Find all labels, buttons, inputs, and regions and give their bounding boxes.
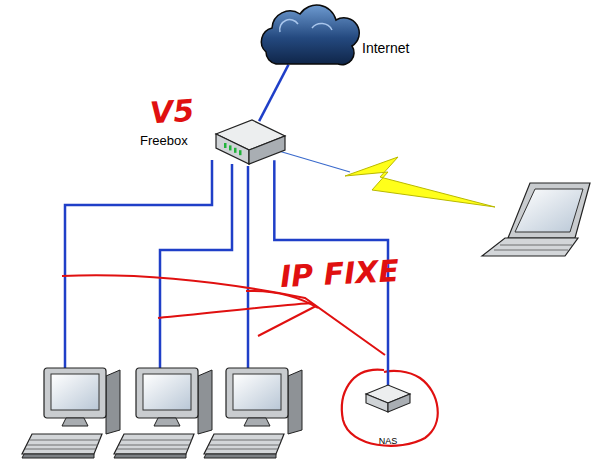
network-cable xyxy=(259,65,288,122)
wifi-line xyxy=(272,149,350,172)
ethernet-wire xyxy=(65,160,212,372)
desktop-pc xyxy=(204,368,302,458)
annotation-stroke xyxy=(158,303,312,318)
annotation-stroke xyxy=(258,306,316,336)
desktop-pc xyxy=(114,368,212,458)
node-label: NAS xyxy=(355,436,421,446)
router-side xyxy=(249,136,285,164)
nas-box-outline xyxy=(363,382,413,414)
nas-side xyxy=(388,394,410,412)
laptop xyxy=(482,183,590,256)
nas-front xyxy=(366,394,388,412)
ethernet-wire xyxy=(160,164,232,372)
router-led xyxy=(234,148,237,153)
annotation-circle xyxy=(342,370,438,446)
router-led xyxy=(224,143,227,148)
nas-box: NAS xyxy=(355,372,425,452)
handwritten-note: V5 xyxy=(149,93,195,131)
internet-cloud: Internet xyxy=(250,2,430,70)
handwritten-note: IP FIXE xyxy=(279,253,400,294)
router-box-outline xyxy=(212,116,288,168)
node-label: Internet xyxy=(362,40,409,56)
node-label: Freebox xyxy=(140,133,188,148)
ethernet-wire xyxy=(247,166,250,372)
router-led xyxy=(239,150,242,155)
cloud-outline xyxy=(261,5,359,65)
router-front xyxy=(216,134,249,164)
desktop-pc xyxy=(22,368,120,458)
wifi-bolt xyxy=(345,157,495,207)
cloud-highlight xyxy=(280,20,332,32)
router-led xyxy=(229,145,232,150)
internet-cloud-outline xyxy=(250,2,360,68)
